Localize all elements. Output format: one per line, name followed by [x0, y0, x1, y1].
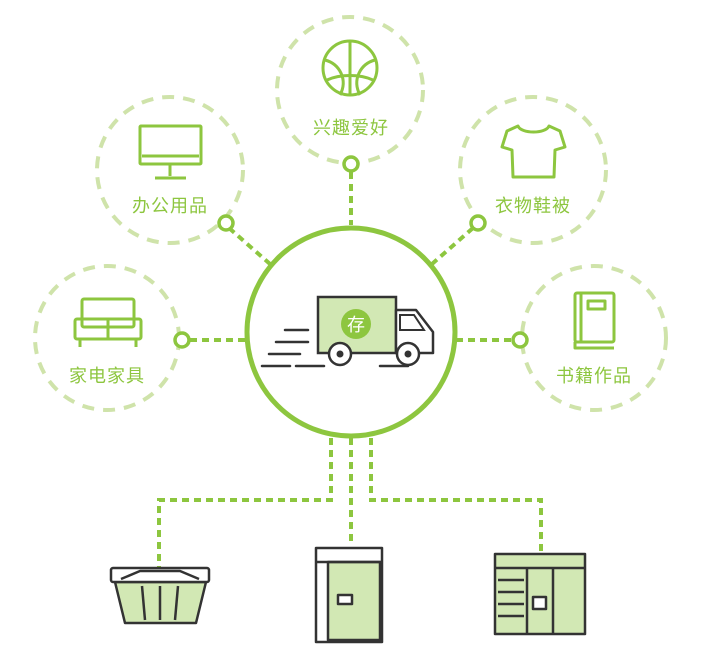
category-circle-books — [520, 264, 668, 412]
category-label-books: 书籍作品 — [556, 366, 632, 387]
monitor-icon — [138, 124, 203, 180]
category-circles — [33, 15, 668, 412]
truck-label-badge — [341, 309, 371, 339]
category-circle-clothing — [458, 95, 608, 245]
truck-icon: 存 — [260, 295, 435, 368]
book-icon — [573, 291, 616, 350]
node-clothing — [469, 214, 487, 232]
node-appliances — [173, 331, 191, 349]
basketball-icon — [321, 39, 379, 97]
category-label-office: 办公用品 — [132, 196, 208, 217]
cabinet-icon — [314, 546, 384, 644]
connector-basket — [157, 438, 333, 568]
connector-locker — [369, 438, 543, 553]
node-hobbies — [342, 155, 360, 173]
truck-label: 存 — [347, 315, 365, 336]
tshirt-icon — [500, 124, 567, 179]
connector-office — [227, 226, 272, 266]
connector-lines — [157, 172, 543, 568]
locker-icon — [493, 552, 587, 636]
connector-nodes — [173, 155, 529, 349]
connector-clothing — [430, 226, 475, 266]
basket-icon — [109, 566, 211, 625]
category-label-hobbies: 兴趣爱好 — [313, 118, 389, 139]
node-office — [217, 214, 235, 232]
category-circle-office — [95, 95, 245, 245]
category-label-clothing: 衣物鞋被 — [495, 196, 571, 217]
sofa-icon — [73, 297, 143, 347]
node-books — [511, 331, 529, 349]
category-label-appliances: 家电家具 — [69, 366, 145, 387]
